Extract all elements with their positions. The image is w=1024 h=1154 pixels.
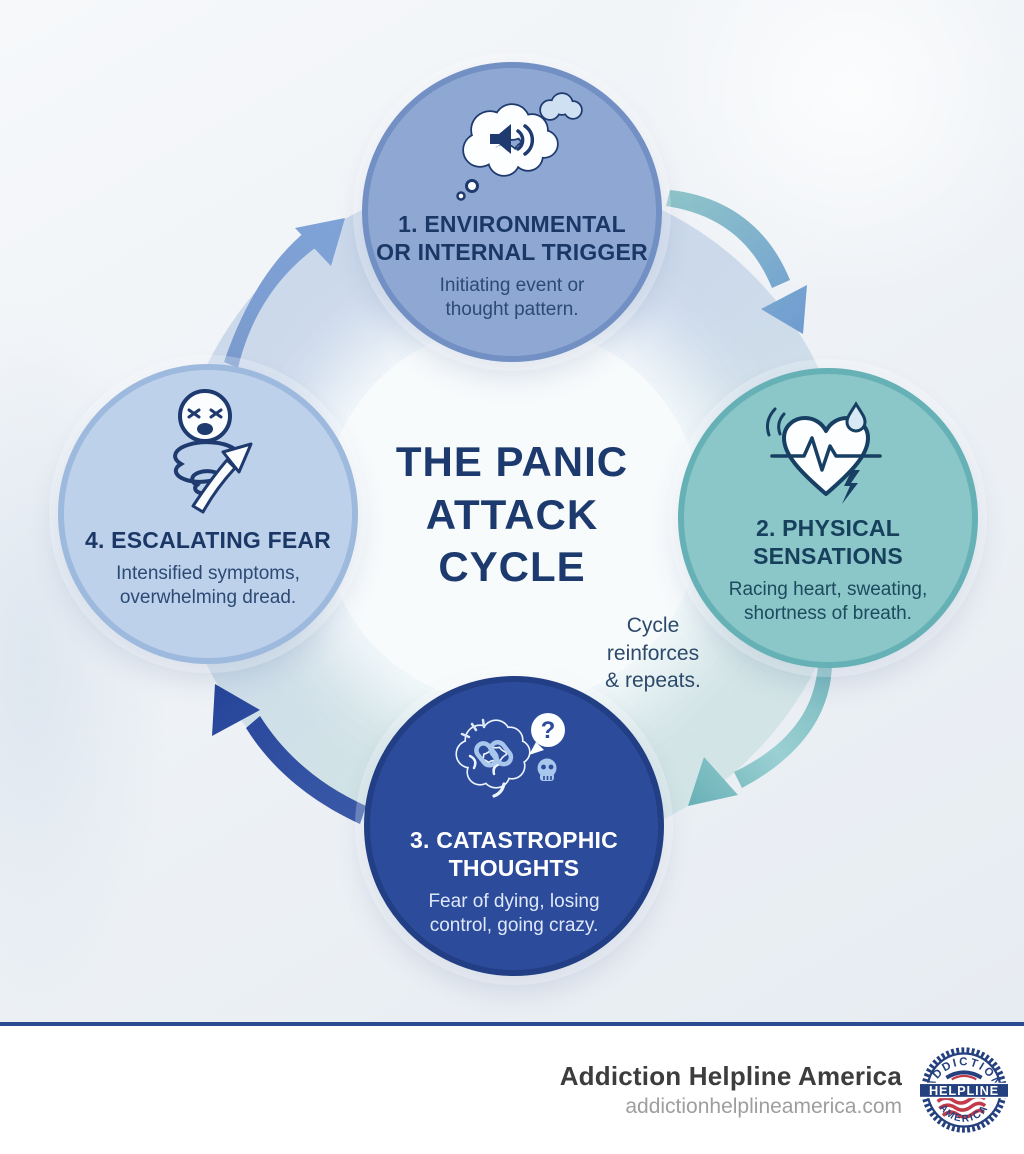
thought-bubble-speaker-icon <box>456 92 583 201</box>
speaker-glyph <box>490 124 511 154</box>
escalation-arrow-glyph <box>191 442 253 514</box>
stage-title: 2. PHYSICAL SENSATIONS <box>753 515 903 570</box>
lightning-glyph <box>842 470 860 504</box>
stage-title: 1. ENVIRONMENTAL OR INTERNAL TRIGGER <box>376 211 648 266</box>
question-bubble-glyph: ? <box>529 713 565 755</box>
brand-website: addictionhelplineamerica.com <box>625 1095 902 1118</box>
spiral-glyph <box>173 440 235 496</box>
wailing-mouth <box>197 423 213 435</box>
stage-circle-thoughts: ? 3. CATASTROPHIC THOUGHTS Fear of dying… <box>364 676 664 976</box>
sweat-drop-glyph <box>845 401 867 433</box>
footer-divider <box>0 1022 1024 1026</box>
break-sparks <box>460 718 486 739</box>
svg-text:?: ? <box>541 717 556 744</box>
cycle-diagram: THE PANIC ATTACK CYCLE <box>0 0 1024 1022</box>
badge-banner-label: HELPLINE <box>929 1083 999 1098</box>
brain-broken-link-skull-icon: ? <box>455 713 565 798</box>
squeezed-eyes <box>187 408 223 419</box>
brand-name: Addiction Helpline America <box>559 1061 902 1091</box>
stage-circle-trigger: 1. ENVIRONMENTAL OR INTERNAL TRIGGER Ini… <box>362 62 662 362</box>
stage-circle-sensations: 2. PHYSICAL SENSATIONS Racing heart, swe… <box>678 368 978 668</box>
stage-description: Initiating event or thought pattern. <box>439 275 585 321</box>
page-title: THE PANIC ATTACK CYCLE <box>395 437 629 591</box>
distressed-face-spiral-icon <box>173 389 253 514</box>
center-circle: THE PANIC ATTACK CYCLE <box>322 325 702 705</box>
stage-title: 4. ESCALATING FEAR <box>85 527 331 553</box>
stage-description: Intensified symptoms, overwhelming dread… <box>116 563 300 609</box>
racing-heart-icon <box>766 401 882 504</box>
skull-glyph <box>537 758 557 781</box>
stage-title: 3. CATASTROPHIC THOUGHTS <box>410 827 618 882</box>
broken-chain-glyph <box>474 740 514 768</box>
cycle-note: Cycle reinforces & repeats. <box>605 614 701 693</box>
stage-circle-fear: 4. ESCALATING FEAR Intensified symptoms,… <box>58 364 358 664</box>
stage-description: Fear of dying, losing control, going cra… <box>428 891 600 937</box>
footer: Addiction Helpline America addictionhelp… <box>0 1026 1024 1154</box>
brand-block: Addiction Helpline America addictionhelp… <box>560 1061 902 1119</box>
addiction-helpline-america-badge-logo: ADDICTION AMERICA HELPLINE <box>920 1047 1008 1133</box>
stage-description: Racing heart, sweating, shortness of bre… <box>728 579 928 625</box>
